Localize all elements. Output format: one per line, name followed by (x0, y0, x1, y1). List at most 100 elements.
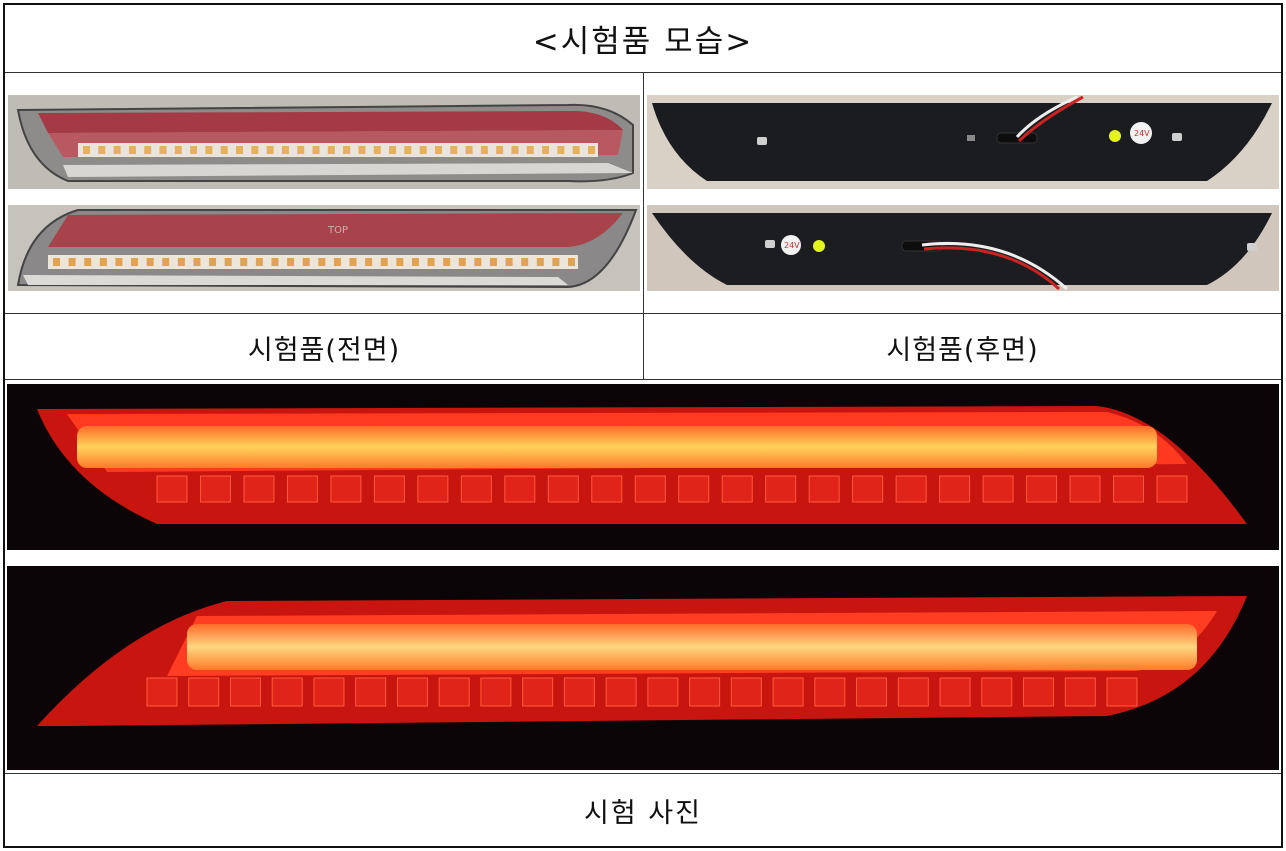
page-title: <시험품 모습> (532, 24, 754, 60)
voltage-sticker-2: 24V (784, 241, 800, 250)
led-dot (297, 146, 305, 154)
rear-photo-1: 24V (647, 95, 1279, 189)
led-dot (411, 258, 419, 266)
led-dot (365, 258, 373, 266)
lit-lamp-photo-2 (7, 566, 1279, 770)
top-mark-text: TOP (327, 225, 348, 236)
led-dot (511, 146, 519, 154)
led-cell (856, 677, 888, 707)
led-dot (128, 146, 136, 154)
led-dot (113, 146, 121, 154)
led-dot (205, 146, 213, 154)
led-dot (318, 258, 326, 266)
rear-photo-2: 24V (647, 205, 1279, 291)
led-cell (1023, 677, 1055, 707)
led-dot (572, 146, 580, 154)
photo-table: <시험품 모습> (3, 3, 1283, 848)
led-cell (1069, 475, 1101, 503)
led-cell (199, 475, 231, 503)
led-dot (190, 146, 198, 154)
led-dot (266, 146, 274, 154)
led-cell (647, 677, 679, 707)
front-photo-2: TOP (8, 205, 640, 291)
led-dot (99, 258, 107, 266)
led-dot (146, 258, 154, 266)
led-cell (480, 677, 512, 707)
led-cell (689, 677, 721, 707)
led-dot (115, 258, 123, 266)
led-cell (1026, 475, 1058, 503)
led-cell (730, 677, 762, 707)
led-dot (521, 258, 529, 266)
led-dot (465, 146, 473, 154)
led-dot (240, 258, 248, 266)
led-cell (808, 475, 840, 503)
led-cell (417, 475, 449, 503)
led-dot (83, 146, 90, 154)
led-dot (302, 258, 310, 266)
led-cell (355, 677, 387, 707)
led-cell (765, 475, 797, 503)
led-dot (209, 258, 217, 266)
led-dot (489, 258, 497, 266)
led-dot (542, 146, 550, 154)
led-cell (1113, 475, 1145, 503)
led-cell (634, 475, 666, 503)
led-cell (852, 475, 884, 503)
led-dot (443, 258, 451, 266)
led-cell (156, 475, 188, 503)
led-cell (313, 677, 345, 707)
led-cell (243, 475, 275, 503)
led-dot (144, 146, 152, 154)
led-cell (563, 677, 595, 707)
led-cell (895, 475, 927, 503)
led-dot (389, 146, 397, 154)
caption-row: 시험품(전면) 시험품(후면) (5, 314, 1281, 380)
test-caption: 시험 사진 (584, 797, 702, 829)
led-dot (251, 146, 259, 154)
led-dot (358, 146, 366, 154)
led-cell (814, 677, 846, 707)
led-dot (159, 146, 167, 154)
led-dot (162, 258, 170, 266)
led-dot (434, 146, 442, 154)
led-dot (373, 146, 381, 154)
led-dot (98, 146, 106, 154)
led-dot (327, 146, 335, 154)
led-cell (1064, 677, 1096, 707)
front-photo-1 (8, 95, 640, 189)
led-dot (281, 146, 289, 154)
led-dot (427, 258, 435, 266)
led-dot (496, 146, 504, 154)
led-dot (404, 146, 412, 154)
led-dot (174, 146, 182, 154)
led-cell (982, 475, 1014, 503)
led-dot (380, 258, 388, 266)
led-dot (396, 258, 404, 266)
lit-lamp-photo-1 (7, 384, 1279, 550)
led-cell (460, 475, 492, 503)
voltage-sticker-1: 24V (1134, 129, 1150, 138)
led-dot (53, 258, 60, 266)
led-cell (1156, 475, 1188, 503)
led-dot (480, 146, 488, 154)
led-dot (474, 258, 482, 266)
led-cell (522, 677, 554, 707)
led-dot (557, 146, 565, 154)
test-caption-row: 시험 사진 (5, 774, 1281, 846)
column-divider (643, 73, 644, 380)
led-cell (721, 475, 753, 503)
led-cell (504, 475, 536, 503)
test-photos-row (5, 380, 1281, 774)
led-dot (419, 146, 427, 154)
led-cell (939, 677, 971, 707)
led-dot (255, 258, 263, 266)
led-cell (286, 475, 318, 503)
title-row: <시험품 모습> (5, 5, 1281, 73)
front-caption: 시험품(전면) (247, 334, 401, 366)
led-dot (131, 258, 139, 266)
led-dot (333, 258, 341, 266)
led-dot (84, 258, 92, 266)
led-strip-front-1 (78, 143, 598, 157)
led-dot (68, 258, 76, 266)
